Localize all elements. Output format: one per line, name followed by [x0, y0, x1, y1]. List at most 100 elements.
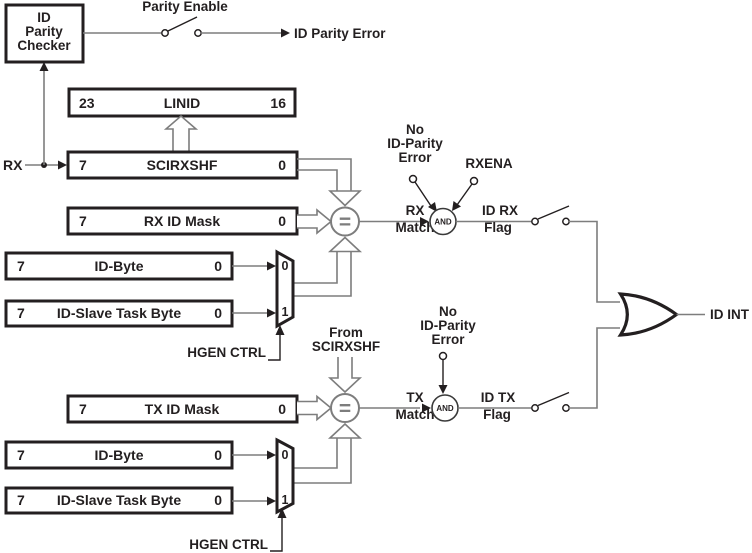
hollow-arrow-txmask-to-compare	[297, 394, 333, 422]
wire-hgen-ctrl-tx	[270, 518, 283, 552]
tx-id-mask-name: TX ID Mask	[145, 401, 220, 417]
wire-rx-flag-to-or	[569, 220, 620, 303]
rx-id-slave-lsb: 0	[214, 305, 222, 321]
tx-id-slave-lsb: 0	[214, 492, 222, 508]
no-id-parity-tx-line1: No	[439, 304, 457, 319]
tx-mux: 0 1	[275, 437, 295, 515]
rx-and-gate-label: AND	[434, 218, 452, 227]
wire-hgen-ctrl-rx	[268, 335, 281, 361]
hgen-ctrl-rx-label: HGEN CTRL	[187, 345, 266, 360]
switch-contact-left	[531, 404, 539, 412]
tx-mux-input1-label: 1	[282, 493, 289, 507]
tx-match-label-line1: TX	[406, 390, 423, 405]
no-id-parity-tx-line2: ID-Parity	[420, 318, 476, 333]
rx-id-mask-name: RX ID Mask	[144, 213, 220, 229]
rxena-label: RXENA	[465, 156, 513, 171]
arrowhead-hgen-tx	[277, 508, 287, 518]
rx-input-label: RX	[3, 157, 23, 173]
rx-id-mask-register: 7 RX ID Mask 0	[66, 206, 299, 236]
rx-id-byte-register: 7 ID-Byte 0	[4, 251, 234, 281]
arrowhead-rx-match	[420, 217, 429, 226]
arrowhead-rxena	[452, 201, 461, 211]
id-parity-checker-label-line3: Checker	[17, 38, 71, 53]
no-id-parity-rx-line1: No	[406, 122, 424, 137]
arrowhead-rx-idslave-mux	[267, 308, 276, 318]
wire-rxmux-out-upper	[293, 252, 338, 284]
rx-id-slave-register: 7 ID-Slave Task Byte 0	[4, 299, 234, 328]
tx-id-byte-msb: 7	[17, 447, 25, 463]
linid-lsb: 16	[270, 95, 286, 111]
no-id-parity-rx-terminal	[408, 174, 418, 184]
scirxshf-register: 7 SCIRXSHF 0	[66, 150, 299, 180]
parity-enable-label: Parity Enable	[142, 0, 228, 14]
id-rx-flag-label-line2: Flag	[484, 220, 512, 235]
rx-match-label-line2: Match	[395, 220, 434, 235]
no-id-parity-rx-line2: ID-Parity	[387, 136, 443, 151]
tx-match-label-line2: Match	[395, 407, 434, 422]
tx-mux-body	[275, 437, 295, 515]
from-scirxshf-label-line1: From	[329, 325, 363, 340]
id-tx-flag-label-line1: ID TX	[481, 390, 516, 405]
wire-rxmux-out-lower	[293, 252, 352, 297]
wire-txmux-out-upper	[293, 438, 338, 469]
rx-id-mask-lsb: 0	[278, 213, 286, 229]
id-parity-checker-label-line2: Parity	[25, 24, 63, 39]
arrowhead-rx-to-scirxshf	[58, 160, 67, 170]
id-parity-checker-box	[4, 3, 85, 64]
hollow-arrow-scirxshf-to-compare	[328, 190, 362, 207]
arrowhead-to-parity-checker	[39, 62, 49, 71]
id-rx-flag-label-line1: ID RX	[482, 203, 518, 218]
arrowhead-id-parity-error	[281, 28, 290, 38]
rx-mux-input0-label: 0	[282, 259, 289, 273]
tx-id-slave-msb: 7	[17, 492, 25, 508]
hollow-arrow-rxmux-to-compare	[327, 236, 363, 253]
tx-id-mask-register: 7 TX ID Mask 0	[66, 394, 299, 424]
id-int-label: ID INT	[710, 307, 750, 322]
tx-id-byte-lsb: 0	[214, 447, 222, 463]
wire-no-id-parity-rx	[414, 181, 432, 207]
rxena-terminal	[469, 176, 479, 186]
switch-blade	[537, 391, 570, 407]
switch-blade	[167, 16, 198, 32]
rx-id-mask-msb: 7	[79, 213, 87, 229]
arrowhead-hgen-rx	[275, 325, 285, 335]
arrowhead-no-id-parity-tx	[438, 385, 448, 394]
rx-mux-body	[275, 249, 295, 329]
or-gate	[617, 292, 680, 337]
no-id-parity-rx-line3: Error	[398, 150, 432, 165]
arrowhead-tx-match	[422, 403, 431, 413]
arrowhead-tx-idbyte-mux	[267, 450, 276, 460]
tx-id-mask-lsb: 0	[278, 401, 286, 417]
tx-id-slave-name: ID-Slave Task Byte	[57, 492, 181, 508]
tx-id-byte-name: ID-Byte	[94, 447, 143, 463]
linid-register: 23 LINID 16	[67, 87, 297, 118]
rx-id-slave-msb: 7	[17, 305, 25, 321]
rx-equals-symbol: =	[339, 211, 351, 234]
from-scirxshf-label-line2: SCIRXSHF	[312, 339, 380, 354]
tx-and-gate-label: AND	[436, 404, 454, 413]
wire-tx-flag-to-or	[569, 327, 620, 409]
wire-rxena	[456, 183, 473, 206]
id-parity-checker-block: ID Parity Checker	[4, 3, 85, 64]
rx-match-label-line1: RX	[406, 203, 425, 218]
switch-contact-left	[161, 29, 169, 37]
no-id-parity-tx-terminal	[438, 351, 448, 361]
scirxshf-box	[66, 150, 299, 180]
linid-msb: 23	[79, 95, 95, 111]
scirxshf-msb: 7	[79, 157, 87, 173]
arrowhead-tx-idslave-mux	[267, 496, 276, 506]
id-tx-flag-label-line2: Flag	[483, 407, 511, 422]
rx-id-byte-name: ID-Byte	[94, 258, 143, 274]
scirxshf-name: SCIRXSHF	[147, 157, 218, 173]
hollow-arrow-from-scirxshf	[327, 357, 363, 394]
rx-id-slave-name: ID-Slave Task Byte	[57, 305, 181, 321]
tx-equals-symbol: =	[339, 398, 351, 421]
id-rx-flag-switch	[531, 205, 570, 226]
parity-enable-switch	[83, 16, 202, 37]
wire-scirxshf-out-lower	[297, 169, 338, 191]
wire-scirxshf-out-upper	[297, 158, 352, 191]
rx-mux-input1-label: 1	[282, 305, 289, 319]
hollow-arrow-rxmask-to-compare	[297, 208, 333, 235]
rx-id-byte-msb: 7	[17, 258, 25, 274]
